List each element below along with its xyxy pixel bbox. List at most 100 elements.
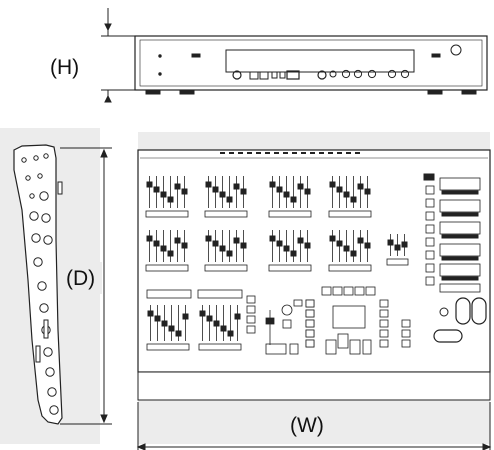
side-hole xyxy=(37,281,47,291)
jog-wheel xyxy=(455,297,471,325)
top-view xyxy=(137,132,491,444)
display-box xyxy=(439,221,481,235)
key xyxy=(379,339,389,348)
fader-knob xyxy=(290,196,297,203)
fader-knob xyxy=(343,191,350,198)
encoder-knob xyxy=(281,304,293,316)
depth-label: (D) xyxy=(66,267,95,290)
fader-knob xyxy=(283,245,290,252)
key xyxy=(265,343,287,355)
key xyxy=(354,286,365,296)
key xyxy=(362,339,372,355)
key xyxy=(246,295,256,304)
side-key xyxy=(425,276,435,286)
side-hole xyxy=(21,157,27,163)
fader-knob xyxy=(205,181,212,188)
fader-knob xyxy=(147,310,154,317)
width-label: (W) xyxy=(290,414,324,437)
display-buttons xyxy=(441,256,479,261)
fader-knob xyxy=(357,237,364,244)
header-mark xyxy=(283,152,288,154)
fader-knob xyxy=(329,181,336,188)
fader-knob xyxy=(219,191,226,198)
key xyxy=(305,299,315,308)
display-box xyxy=(439,243,481,257)
fader-bank xyxy=(146,305,190,351)
header-mark xyxy=(256,152,261,154)
fader-knob xyxy=(297,183,304,190)
fader-knob xyxy=(364,188,371,195)
header-mark xyxy=(229,152,234,154)
status-led xyxy=(423,173,435,181)
key xyxy=(246,305,256,314)
fader-bank xyxy=(328,230,372,272)
side-hole xyxy=(25,175,31,181)
fader-knob xyxy=(304,188,311,195)
key xyxy=(321,286,332,296)
key xyxy=(246,315,256,324)
fader-knob xyxy=(343,245,350,252)
key xyxy=(305,319,315,328)
header-mark xyxy=(328,152,333,154)
fader-knob xyxy=(226,196,233,203)
key xyxy=(282,319,292,329)
fader-knob xyxy=(364,242,371,249)
header-mark xyxy=(220,152,225,154)
width-dimension xyxy=(136,402,492,450)
fader-knob xyxy=(227,330,234,337)
jog-wheel xyxy=(433,329,463,343)
fader-knob xyxy=(350,196,357,203)
fader-knob xyxy=(350,250,357,257)
header-mark xyxy=(337,152,342,154)
key xyxy=(332,286,343,296)
side-hole xyxy=(45,367,55,377)
header-mark xyxy=(265,152,270,154)
fader-knob xyxy=(153,240,160,247)
display-buttons xyxy=(441,212,479,217)
side-hole xyxy=(33,257,43,267)
side-hole xyxy=(37,173,43,179)
fader-knob xyxy=(290,250,297,257)
fader-button-row xyxy=(268,264,312,272)
fader-knob xyxy=(212,186,219,193)
center-display xyxy=(332,305,366,329)
fader-button-row xyxy=(328,210,372,218)
key xyxy=(305,309,315,318)
side-hole xyxy=(33,155,39,161)
label-strip xyxy=(146,289,192,299)
fader-knob xyxy=(401,241,408,248)
fader-knob xyxy=(336,186,343,193)
key xyxy=(401,339,411,348)
side-hole xyxy=(29,211,39,221)
side-key xyxy=(425,185,435,195)
fader-button-row xyxy=(145,264,189,272)
side-hole xyxy=(43,153,49,159)
depth-dimension xyxy=(60,147,112,425)
side-key xyxy=(425,250,435,260)
fader-bank xyxy=(268,230,312,272)
fader-knob xyxy=(269,181,276,188)
master-fader-knob xyxy=(265,317,275,325)
depth-label-background xyxy=(62,262,102,294)
fader-bank xyxy=(145,176,189,218)
side-key xyxy=(425,224,435,234)
fader-knob xyxy=(269,235,276,242)
fader-bank xyxy=(386,234,409,266)
fader-button-row xyxy=(198,343,242,351)
fader-knob xyxy=(234,313,241,320)
key xyxy=(293,299,303,307)
fader-knob xyxy=(336,240,343,247)
header-mark xyxy=(346,152,351,154)
side-hole xyxy=(29,193,35,199)
fader-knob xyxy=(153,186,160,193)
jog-wheel xyxy=(471,297,487,325)
fader-knob xyxy=(276,240,283,247)
fader-knob xyxy=(205,235,212,242)
key xyxy=(379,309,389,318)
key xyxy=(401,319,411,328)
fader-knob xyxy=(233,183,240,190)
side-hole xyxy=(43,235,53,245)
fader-knob xyxy=(212,240,219,247)
fader-button-row xyxy=(204,264,248,272)
key xyxy=(337,333,349,349)
